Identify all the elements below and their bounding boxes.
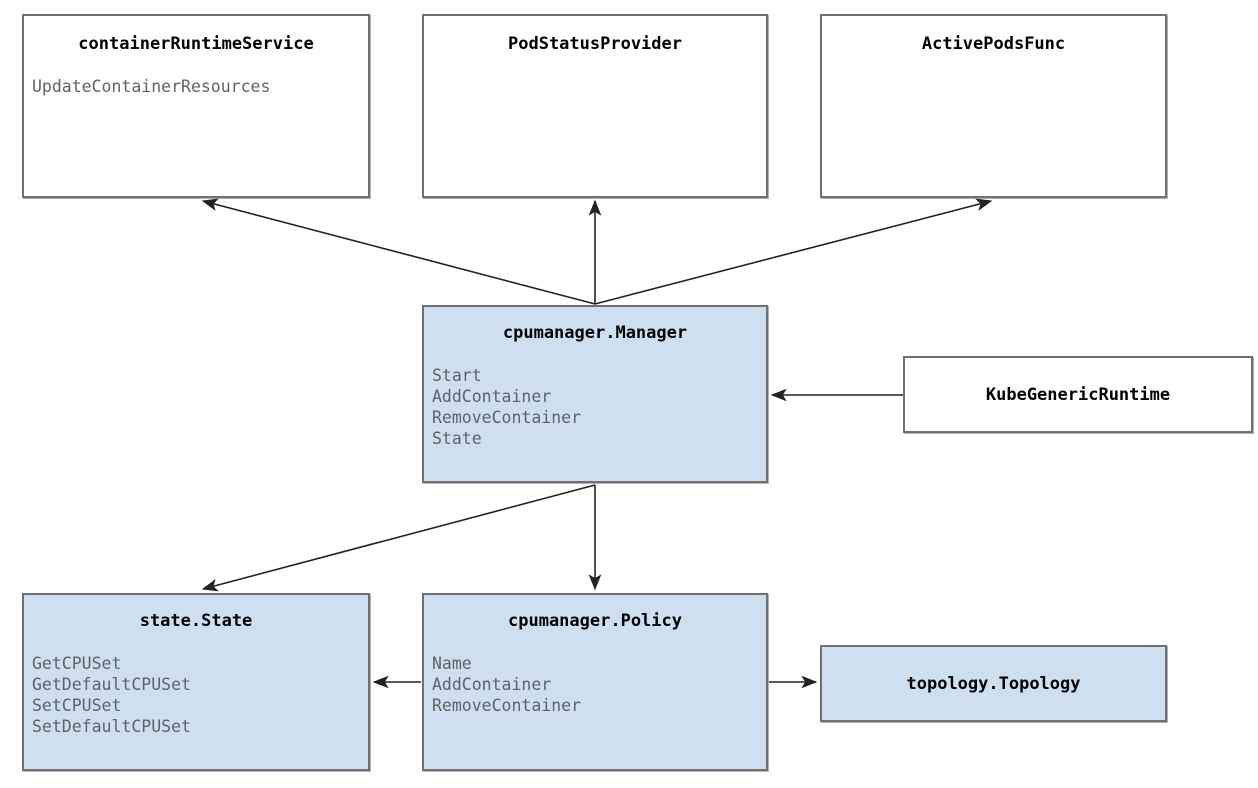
node-members: Start AddContainer RemoveContainer State — [432, 366, 582, 448]
node-title: cpumanager.Manager — [502, 323, 688, 343]
node-members: UpdateContainerResources — [32, 77, 271, 96]
node-title: ActivePodsFunc — [921, 34, 1066, 54]
node-active-pods-func[interactable]: ActivePodsFunc — [820, 14, 1167, 198]
node-title: containerRuntimeService — [78, 34, 314, 54]
edge-manager-to-containerRuntimeService — [201, 198, 596, 305]
node-title: PodStatusProvider — [508, 34, 682, 54]
node-pod-status-provider[interactable]: PodStatusProvider — [422, 14, 768, 198]
node-cpumanager-manager[interactable]: cpumanager.Manager Start AddContainer Re… — [422, 305, 768, 483]
node-container-runtime-service[interactable]: containerRuntimeService UpdateContainerR… — [22, 14, 370, 198]
node-members: GetCPUSet GetDefaultCPUSet SetCPUSet Set… — [32, 654, 191, 736]
node-cpumanager-policy[interactable]: cpumanager.Policy Name AddContainer Remo… — [422, 593, 768, 771]
edge-manager-to-stateState — [201, 484, 596, 592]
edge-manager-to-activePodsFunc — [594, 198, 993, 305]
node-title: KubeGenericRuntime — [985, 384, 1171, 405]
node-topology-topology[interactable]: topology.Topology — [820, 645, 1167, 722]
node-title: cpumanager.Policy — [508, 611, 682, 631]
node-state-state[interactable]: state.State GetCPUSet GetDefaultCPUSet S… — [22, 593, 370, 771]
node-kube-generic-runtime[interactable]: KubeGenericRuntime — [903, 356, 1253, 433]
node-title: state.State — [139, 611, 253, 631]
node-members: Name AddContainer RemoveContainer — [432, 654, 582, 715]
node-title: topology.Topology — [906, 673, 1081, 694]
